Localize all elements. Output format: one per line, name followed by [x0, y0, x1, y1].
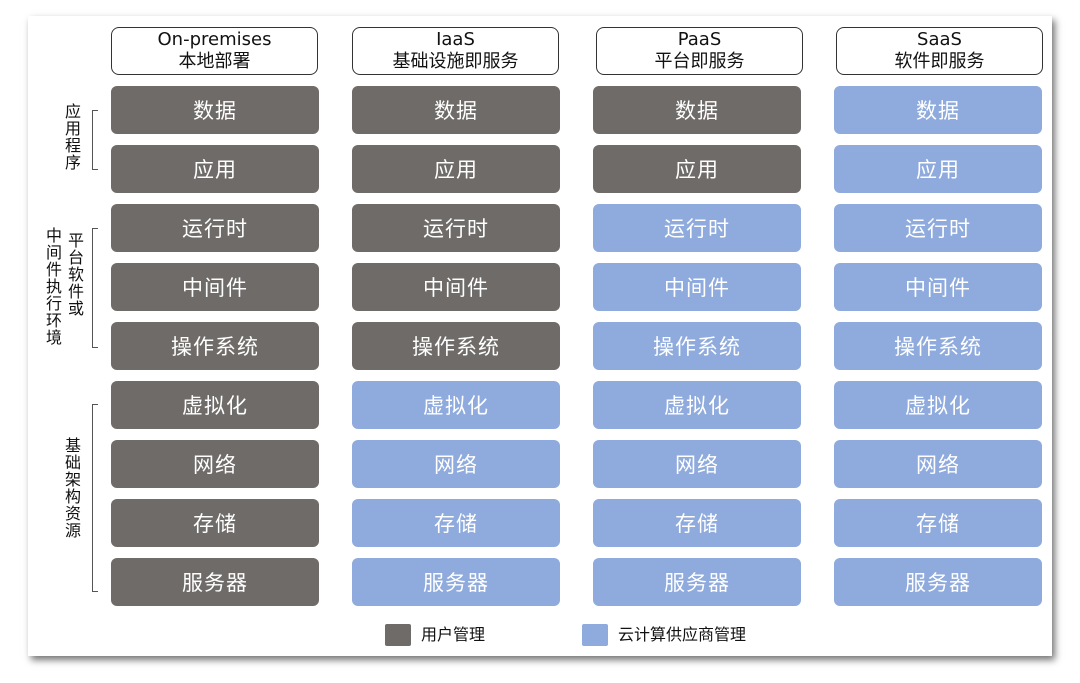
- column-title: PaaS: [677, 29, 722, 50]
- layer-cell: 中间件: [834, 263, 1042, 311]
- layer-cell: 数据: [593, 86, 801, 134]
- layer-cell: 运行时: [111, 204, 319, 252]
- column-header-on-premises: On-premises 本地部署: [111, 27, 318, 75]
- group-bracket-infrastructure: [92, 404, 98, 592]
- layer-cell: 应用: [352, 145, 560, 193]
- layer-cell: 运行时: [834, 204, 1042, 252]
- layer-cell: 存储: [352, 499, 560, 547]
- layer-cell: 中间件: [593, 263, 801, 311]
- group-label-infrastructure: 基础架构资源: [64, 436, 81, 540]
- column-header-paas: PaaS 平台即服务: [596, 27, 803, 75]
- layer-cell: 操作系统: [834, 322, 1042, 370]
- column-header-iaas: IaaS 基础设施即服务: [352, 27, 559, 75]
- layer-cell: 存储: [111, 499, 319, 547]
- legend-label-user: 用户管理: [421, 625, 486, 644]
- column-header-saas: SaaS 软件即服务: [836, 27, 1043, 75]
- group-bracket-platform: [92, 228, 98, 348]
- group-label-applications: 应用程序: [64, 102, 81, 172]
- layer-cell: 虚拟化: [111, 381, 319, 429]
- layer-cell: 应用: [593, 145, 801, 193]
- legend-label-cloud: 云计算供应商管理: [618, 625, 747, 644]
- column-subtitle: 平台即服务: [654, 51, 745, 72]
- layer-cell: 运行时: [593, 204, 801, 252]
- group-bracket-applications: [92, 110, 98, 170]
- legend-swatch-user: [385, 624, 411, 646]
- layer-cell: 应用: [111, 145, 319, 193]
- layer-cell: 服务器: [352, 558, 560, 606]
- layer-cell: 运行时: [352, 204, 560, 252]
- layer-cell: 数据: [352, 86, 560, 134]
- column-title: IaaS: [436, 29, 475, 50]
- layer-cell: 应用: [834, 145, 1042, 193]
- layer-cell: 网络: [111, 440, 319, 488]
- layer-cell: 数据: [111, 86, 319, 134]
- layer-cell: 操作系统: [111, 322, 319, 370]
- column-subtitle: 本地部署: [178, 51, 251, 72]
- layer-cell: 服务器: [834, 558, 1042, 606]
- layer-cell: 中间件: [352, 263, 560, 311]
- column-subtitle: 软件即服务: [894, 51, 985, 72]
- layer-cell: 数据: [834, 86, 1042, 134]
- layer-cell: 虚拟化: [352, 381, 560, 429]
- group-label-platform-a: 平台软件或: [67, 231, 84, 318]
- layer-cell: 虚拟化: [593, 381, 801, 429]
- layer-cell: 存储: [593, 499, 801, 547]
- group-label-platform-b: 中间件执行环境: [45, 226, 62, 347]
- layer-cell: 虚拟化: [834, 381, 1042, 429]
- layer-cell: 网络: [593, 440, 801, 488]
- layer-cell: 存储: [834, 499, 1042, 547]
- column-subtitle: 基础设施即服务: [392, 51, 519, 72]
- legend-swatch-cloud: [582, 624, 608, 646]
- layer-cell: 中间件: [111, 263, 319, 311]
- layer-cell: 服务器: [593, 558, 801, 606]
- layer-cell: 网络: [834, 440, 1042, 488]
- layer-cell: 操作系统: [593, 322, 801, 370]
- column-title: SaaS: [917, 29, 962, 50]
- layer-cell: 服务器: [111, 558, 319, 606]
- layer-cell: 网络: [352, 440, 560, 488]
- column-title: On-premises: [157, 29, 272, 50]
- layer-cell: 操作系统: [352, 322, 560, 370]
